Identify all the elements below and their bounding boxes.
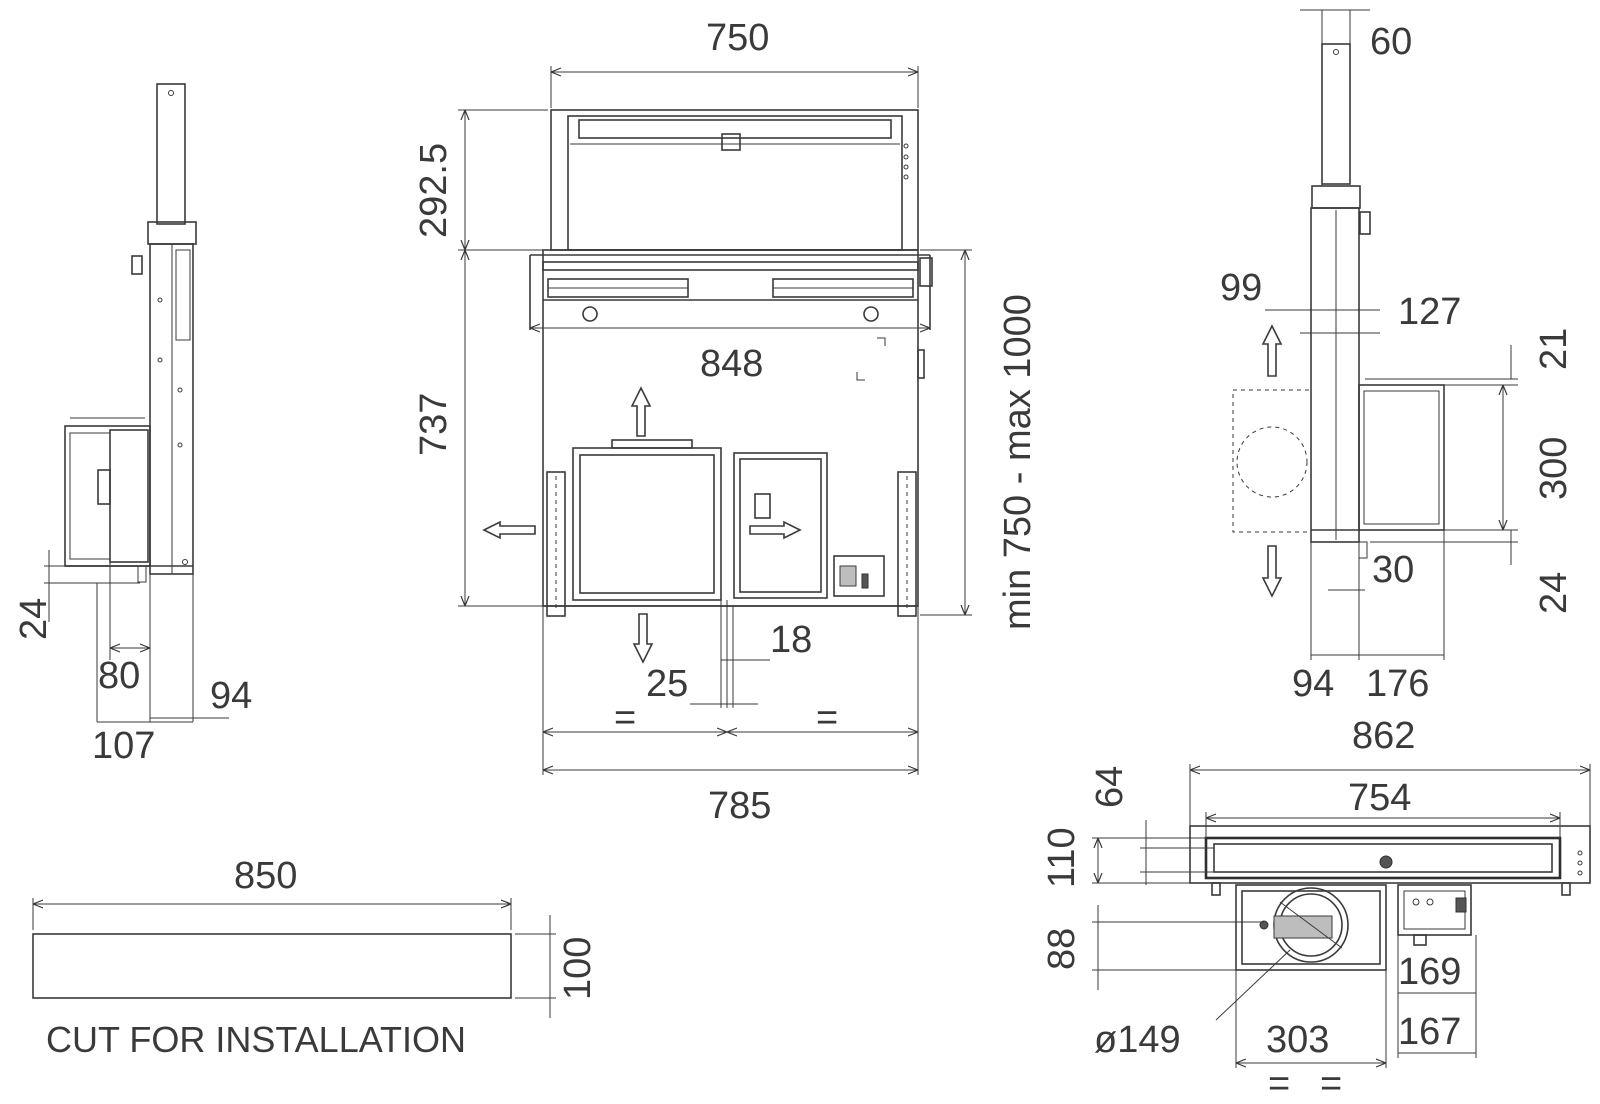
- dim-292-5: 292.5: [413, 143, 455, 238]
- dim-94-right: 94: [1292, 663, 1334, 705]
- dim-107: 107: [92, 725, 155, 767]
- cut-caption: CUT FOR INSTALLATION: [46, 1019, 466, 1060]
- dim-equal-plan-left: =: [1268, 1063, 1290, 1104]
- dim-21: 21: [1533, 328, 1575, 370]
- dim-60: 60: [1370, 21, 1412, 63]
- dim-862: 862: [1352, 715, 1415, 757]
- dim-equal-plan-right: =: [1320, 1063, 1342, 1104]
- dim-diameter-149: ø149: [1094, 1019, 1181, 1061]
- dim-88: 88: [1041, 928, 1083, 970]
- dim-167: 167: [1398, 1011, 1461, 1053]
- dim-785: 785: [708, 785, 771, 827]
- dim-min-max: min 750 - max 1000: [997, 294, 1039, 630]
- dim-737: 737: [413, 393, 455, 456]
- dim-equal-right: =: [816, 697, 838, 739]
- dim-30: 30: [1372, 549, 1414, 591]
- dim-100: 100: [557, 937, 599, 1000]
- dim-848: 848: [700, 343, 763, 385]
- dim-18: 18: [770, 619, 812, 661]
- dim-127: 127: [1398, 291, 1461, 333]
- dim-300: 300: [1533, 437, 1575, 500]
- dim-169: 169: [1398, 951, 1461, 993]
- dim-303: 303: [1266, 1019, 1329, 1061]
- right-side-view: [1232, 9, 1518, 660]
- dim-25: 25: [646, 663, 688, 705]
- dim-equal-left: =: [614, 697, 636, 739]
- dim-110: 110: [1041, 827, 1083, 888]
- dim-750: 750: [706, 17, 769, 59]
- dim-754: 754: [1348, 777, 1411, 819]
- dim-80: 80: [98, 655, 140, 697]
- dim-94-left: 94: [210, 675, 252, 717]
- plan-view: [1092, 764, 1591, 1068]
- dim-24-left: 24: [13, 598, 55, 640]
- dim-24-right: 24: [1533, 572, 1575, 614]
- front-view: [458, 66, 972, 775]
- dim-176: 176: [1366, 663, 1429, 705]
- dim-64: 64: [1089, 766, 1131, 808]
- dim-99: 99: [1220, 267, 1262, 309]
- dim-850: 850: [234, 855, 297, 897]
- cut-out-view: [32, 898, 556, 1018]
- left-side-view: [44, 83, 229, 723]
